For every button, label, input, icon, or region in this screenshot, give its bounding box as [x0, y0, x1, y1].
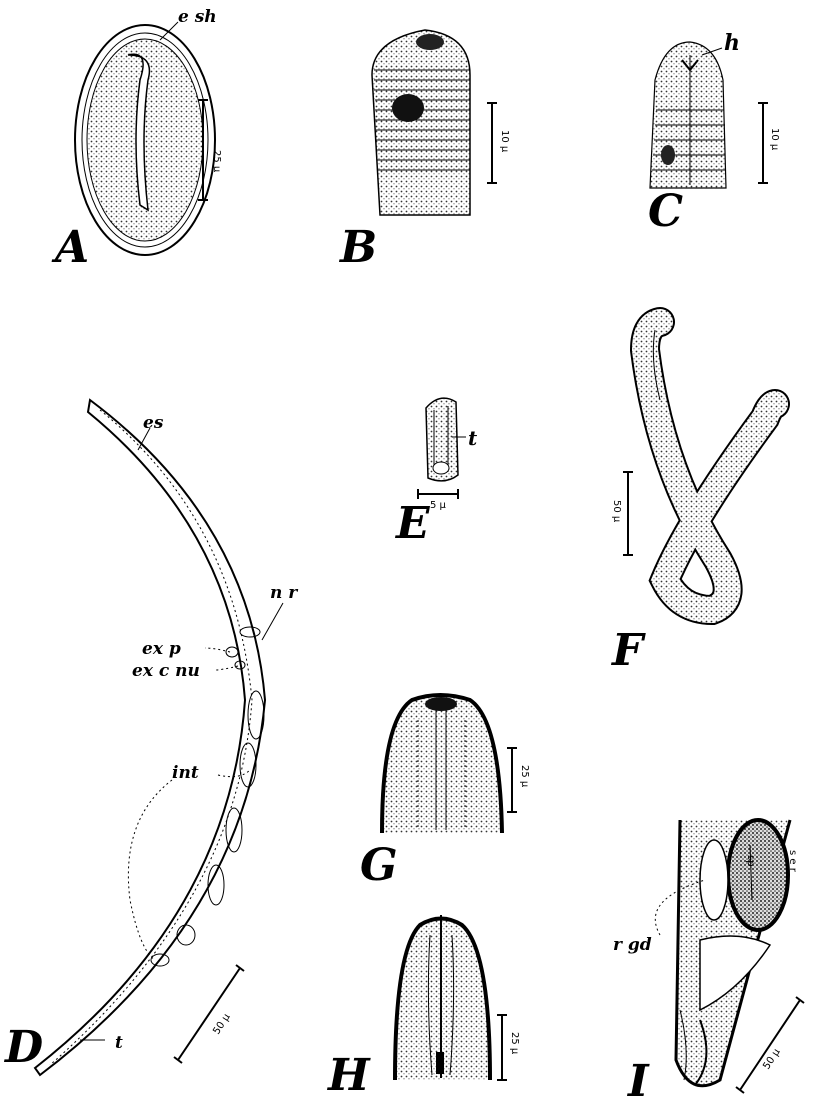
- figure-d-larva: es n r ex p ex c nu int t 50 μ D: [3, 400, 298, 1075]
- figure-letter-i: I: [626, 1056, 650, 1099]
- figure-i-posterior: sp r gd s e r 50 μ I: [613, 820, 804, 1099]
- label-intestine: int: [172, 763, 199, 783]
- label-egg-shell: e sh: [178, 7, 217, 27]
- scale-label-b: 10 μ: [499, 130, 510, 153]
- figure-f-coiled-larva: 50 μ F: [610, 322, 775, 676]
- figure-a-egg: e sh 25 μ A: [51, 7, 222, 273]
- figure-h-anterior: 25 μ H: [326, 915, 520, 1099]
- figure-b-head: 10 μ B: [338, 30, 510, 273]
- figure-letter-e: E: [394, 498, 431, 549]
- figure-e-tail-tip: t 5 μ E: [394, 398, 478, 549]
- figure-letter-b: B: [338, 222, 377, 273]
- figure-letter-c: C: [648, 186, 683, 237]
- label-esophagus: es: [143, 413, 164, 433]
- scale-label-g: 25 μ: [519, 765, 530, 788]
- label-tail: t: [115, 1033, 123, 1053]
- scale-label-i: 50 μ: [761, 1046, 783, 1071]
- label-tip: t: [468, 426, 478, 450]
- label-rectal-gland: r gd: [613, 935, 652, 955]
- figure-letter-a: A: [51, 222, 89, 273]
- scale-label-a: 25 μ: [211, 150, 222, 173]
- scale-label-h: 25 μ: [509, 1032, 520, 1055]
- figure-letter-g: G: [360, 840, 398, 891]
- figure-letter-h: H: [326, 1050, 371, 1099]
- figure-c-head: h 10 μ C: [648, 30, 780, 237]
- label-excretory-cell-nucleus: ex c nu: [132, 661, 200, 681]
- label-seminal-receptacle: s e r: [787, 850, 798, 873]
- label-nerve-ring: n r: [270, 583, 298, 603]
- label-spicule: sp: [745, 855, 756, 867]
- scale-label-c: 10 μ: [769, 128, 780, 151]
- label-hook: h: [724, 30, 740, 56]
- label-excretory-pore: ex p: [142, 639, 181, 659]
- scale-label-d: 50 μ: [211, 1011, 233, 1036]
- figure-g-anterior: 25 μ G: [360, 695, 530, 891]
- scale-label-e: 5 μ: [430, 500, 447, 511]
- figure-letter-f: F: [610, 625, 646, 676]
- figure-letter-d: D: [3, 1022, 43, 1073]
- scale-label-f: 50 μ: [611, 500, 622, 523]
